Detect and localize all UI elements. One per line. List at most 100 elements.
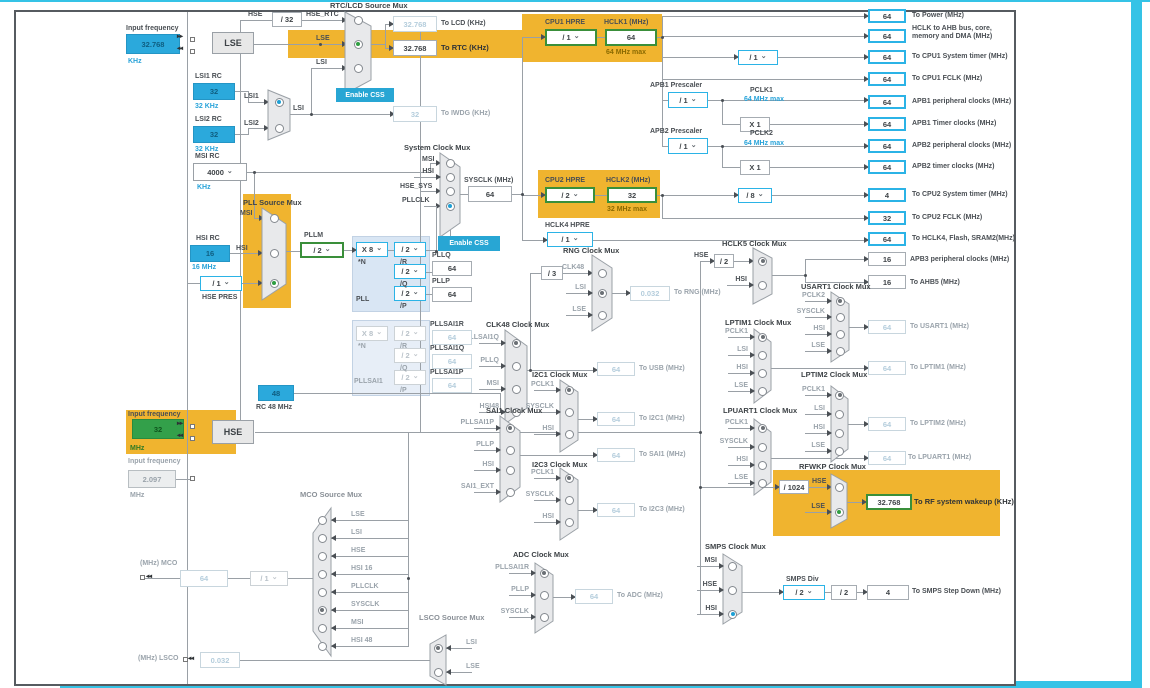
- lsi1-rc-value[interactable]: 32: [193, 83, 235, 100]
- i2c3-clock-mux-radio-pclk1[interactable]: [564, 473, 574, 483]
- rng-clock-mux-radio-lse[interactable]: [597, 310, 607, 320]
- hse-pres-dropdown[interactable]: / 1: [200, 276, 242, 291]
- cpu2-hpre-dropdown[interactable]: / 2: [545, 187, 595, 203]
- cpu1-systimer-divider[interactable]: / 1: [738, 50, 778, 65]
- smps-div-dropdown[interactable]: / 2: [783, 585, 825, 600]
- lpuart1-clock-mux-radio-pclk1[interactable]: [758, 423, 767, 433]
- lptim2-clock-mux-radio-lsi[interactable]: [835, 409, 844, 419]
- system-clock-mux-radio-msi[interactable]: [445, 158, 455, 168]
- mco-source-mux-radio-hse[interactable]: [317, 551, 327, 561]
- clk48-clock-mux-radio-pllq[interactable]: [511, 361, 521, 371]
- mco-source-mux-radio-hsi-48[interactable]: [317, 641, 327, 651]
- mco-source-mux-radio-lse[interactable]: [317, 515, 327, 525]
- pllm-dropdown[interactable]: / 2: [300, 242, 344, 258]
- clk48-clock-mux-radio-hsi48[interactable]: [511, 407, 521, 417]
- hclk5-divider: / 2: [714, 254, 734, 268]
- lpuart1-clock-mux-radio-hsi[interactable]: [758, 460, 767, 470]
- hclk1-value[interactable]: 64: [605, 29, 657, 46]
- lsi-mux-radio-lsi2[interactable]: [274, 123, 284, 133]
- hclk2-value[interactable]: 32: [607, 187, 657, 203]
- smps-clock-mux-radio-hse[interactable]: [728, 585, 737, 595]
- mco-source-mux-radio-pllclk[interactable]: [317, 587, 327, 597]
- lptim2-clock-mux-radio-pclk1[interactable]: [835, 390, 844, 400]
- mco-source-mux-radio-lsi[interactable]: [317, 533, 327, 543]
- lsco-source-mux-radio-lsi[interactable]: [433, 643, 443, 653]
- pll-source-mux-radio-msi[interactable]: [269, 213, 279, 223]
- system-clock-mux-radio-hsi[interactable]: [445, 172, 455, 182]
- pll-r-dropdown[interactable]: / 2: [394, 242, 426, 257]
- wire: [520, 455, 597, 456]
- lptim2-clock-mux-radio-hsi[interactable]: [835, 428, 844, 438]
- mco-source-mux-radio-hsi-16[interactable]: [317, 569, 327, 579]
- adc-clock-mux-radio-sysclk[interactable]: [539, 612, 549, 622]
- system-clock-mux-radio-pllclk[interactable]: [445, 201, 455, 211]
- hclk5-clock-mux-radio-hse[interactable]: [758, 256, 767, 266]
- mco-source-mux-radio-msi[interactable]: [317, 623, 327, 633]
- i2c1-clock-mux-radio-hsi[interactable]: [564, 429, 574, 439]
- lptim1-clock-mux-radio-lse[interactable]: [758, 386, 767, 396]
- sai1-clock-mux-radio-pllsai1p[interactable]: [505, 423, 515, 433]
- i2c3-clock-mux-radio-sysclk[interactable]: [564, 495, 574, 505]
- apb2-prescaler-dropdown[interactable]: / 1: [668, 138, 708, 154]
- msi-rc-dropdown[interactable]: 4000: [193, 163, 247, 181]
- enable-css-rtc-button[interactable]: Enable CSS: [336, 88, 394, 102]
- pll-p-dropdown[interactable]: / 2: [394, 286, 426, 301]
- sai1-clock-mux-radio-pllp[interactable]: [505, 445, 515, 455]
- wire-arrow-icon: [864, 164, 869, 170]
- vertical-scrollbar[interactable]: [1131, 0, 1142, 688]
- rng-clock-mux-radio-lsi[interactable]: [597, 288, 607, 298]
- label: To USB (MHz): [639, 365, 685, 372]
- pll-source-mux-radio-hsi[interactable]: [269, 248, 279, 258]
- lptim1-clock-mux-radio-pclk1[interactable]: [758, 332, 767, 342]
- rng-clock-mux-radio-clk48[interactable]: [597, 268, 607, 278]
- clk48-clock-mux-radio-pllsai1q[interactable]: [511, 338, 521, 348]
- adc-clock-mux-radio-pllsai1r[interactable]: [539, 568, 549, 578]
- lptim1-clock-mux-radio-lsi[interactable]: [758, 350, 767, 360]
- smps-clock-mux-radio-hsi[interactable]: [728, 609, 737, 619]
- cpu2-systimer-divider[interactable]: / 8: [738, 188, 772, 203]
- pll-source-mux-radio-hse[interactable]: [269, 278, 279, 288]
- sai1-clock-mux-radio-sai1-ext[interactable]: [505, 487, 515, 497]
- lpuart1-clock-mux-radio-lse[interactable]: [758, 478, 767, 488]
- wire: [770, 124, 868, 125]
- adc-clock-mux-radio-pllp[interactable]: [539, 590, 549, 600]
- hclk5-clock-mux-radio-hsi[interactable]: [758, 280, 767, 290]
- cpu1-hpre-dropdown[interactable]: / 1: [545, 29, 597, 46]
- mco-source-mux-radio-sysclk[interactable]: [317, 605, 327, 615]
- enable-css-sys-button[interactable]: Enable CSS: [438, 236, 500, 251]
- sai1-clock-mux-radio-hsi[interactable]: [505, 465, 515, 475]
- lsco-source-mux-radio-lse[interactable]: [433, 667, 443, 677]
- i2c1-clock-mux-radio-sysclk[interactable]: [564, 407, 574, 417]
- hse-input-frequency[interactable]: 32: [132, 419, 184, 439]
- label: HSE_RTC: [306, 11, 339, 18]
- i2c1-clock-mux-radio-pclk1[interactable]: [564, 385, 574, 395]
- rfwkp-clock-mux-radio-hse[interactable]: [834, 482, 844, 492]
- lptim1-clock-mux-radio-hsi[interactable]: [758, 368, 767, 378]
- lsi2-rc-value[interactable]: 32: [193, 126, 235, 143]
- lptim2-clock-mux-radio-lse[interactable]: [835, 446, 844, 456]
- connector-pin: [183, 657, 188, 662]
- apb1-prescaler-dropdown[interactable]: / 1: [668, 92, 708, 108]
- i2c3-clock-mux-radio-hsi[interactable]: [564, 517, 574, 527]
- lpuart1-clock-mux-radio-sysclk[interactable]: [758, 442, 767, 452]
- wire: [771, 458, 868, 459]
- usart1-clock-mux-radio-lse[interactable]: [835, 346, 845, 356]
- rtc-lcd-source-mux-radio-hse-rtc[interactable]: [353, 15, 363, 25]
- system-clock-mux-radio-hse-sys[interactable]: [445, 186, 455, 196]
- rfwkp-clock-mux-radio-lse[interactable]: [834, 507, 844, 517]
- smps-clock-mux-radio-msi[interactable]: [728, 561, 737, 571]
- lse-input-frequency[interactable]: 32.768: [126, 34, 180, 54]
- usart1-clock-mux-radio-pclk2[interactable]: [835, 296, 845, 306]
- hclk4-hpre-dropdown[interactable]: / 1: [547, 232, 593, 247]
- pll-q-dropdown[interactable]: / 2: [394, 264, 426, 279]
- lsi-mux-radio-lsi1[interactable]: [274, 97, 284, 107]
- pll-n-dropdown[interactable]: X 8: [356, 242, 388, 257]
- wire-arrow-icon: [436, 188, 441, 194]
- usart1-clock-mux-radio-sysclk[interactable]: [835, 312, 845, 322]
- usart1-clock-mux-radio-hsi[interactable]: [835, 329, 845, 339]
- hsi-rc-value[interactable]: 16: [190, 245, 230, 262]
- selected-dot-icon: [356, 42, 360, 46]
- rtc-lcd-source-mux-radio-lse[interactable]: [353, 39, 363, 49]
- clk48-clock-mux-radio-msi[interactable]: [511, 384, 521, 394]
- rtc-lcd-source-mux-radio-lsi[interactable]: [353, 63, 363, 73]
